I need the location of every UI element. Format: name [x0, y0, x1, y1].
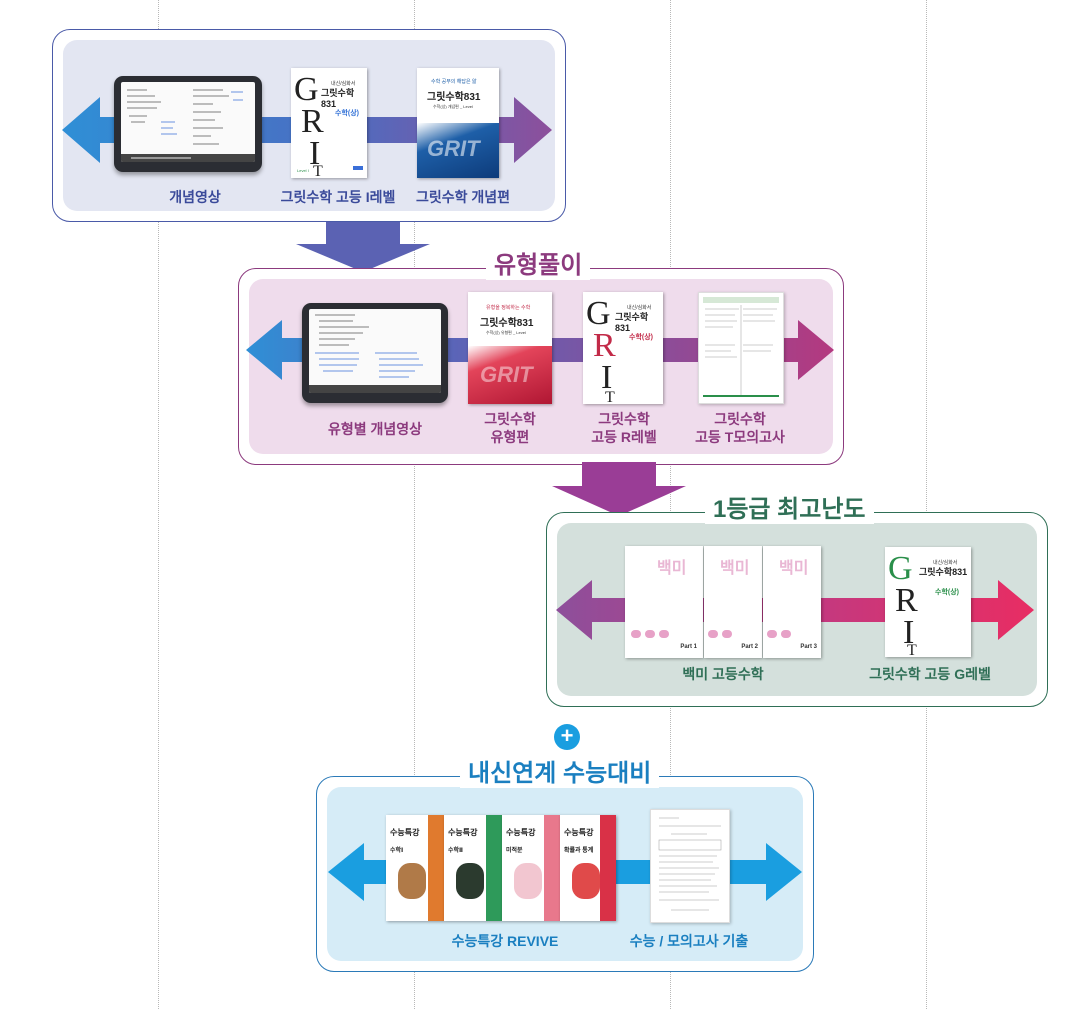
- plus-icon: +: [554, 724, 580, 750]
- baekmi-title: 백미: [779, 560, 809, 577]
- grit-logo: GRIT: [480, 362, 533, 387]
- guide-line-4: [926, 0, 927, 1009]
- svg-text:R: R: [593, 327, 616, 364]
- svg-text:R: R: [895, 582, 918, 619]
- book-subject: 수학(상): [335, 110, 359, 117]
- svg-text:I: I: [601, 359, 612, 396]
- book-corner-label: 내신/심화서: [331, 81, 356, 87]
- label-line1: 그릿수학: [714, 411, 766, 427]
- revive-book-1: 수능특강 수학Ⅰ: [386, 815, 444, 921]
- svg-text:G: G: [294, 71, 319, 108]
- svg-text:T: T: [313, 163, 323, 178]
- label-grit-t-mock: 그릿수학 고등 T모의고사: [688, 410, 792, 446]
- revive-book-subject: 미적분: [506, 848, 523, 854]
- concept-video-tablet: [114, 76, 262, 172]
- label-csat-past: 수능 / 모의고사 기출: [629, 933, 749, 949]
- revive-book-title: 수능특강: [564, 828, 594, 837]
- label-revive: 수능특강 REVIVE: [451, 933, 559, 949]
- svg-text:I: I: [903, 614, 914, 651]
- baekmi-part: Part 1: [680, 644, 697, 650]
- book-subject: 수학(상): [935, 589, 959, 596]
- baekmi-book-part3: 백미 Part 3: [763, 546, 821, 658]
- book-subject: 수학(상): [629, 334, 653, 341]
- baekmi-part: Part 3: [800, 644, 817, 650]
- baekmi-book-part2: 백미 Part 2: [704, 546, 762, 658]
- svg-text:G: G: [586, 295, 611, 332]
- label-grit-r-level: 그릿수학 고등 R레벨: [574, 410, 674, 446]
- revive-book-subject: 확률과 통계: [564, 848, 594, 854]
- book-corner-label: 내신/심화서: [933, 560, 958, 566]
- baekmi-part: Part 2: [741, 644, 758, 650]
- label-concept-video: 개념영상: [169, 189, 221, 205]
- label-line2: 고등 T모의고사: [695, 429, 785, 445]
- revive-book-set: 수능특강 수학Ⅰ 수능특강 수학Ⅱ 수능특강 미적분 수능특강 확률과 통계: [386, 815, 616, 921]
- grit-type-book-cover: 유형을 정복하는 수학 그릿수학831 수학(상) 유형편 _ Level GR…: [468, 292, 552, 404]
- type-section-heading: 유형풀이: [486, 245, 591, 280]
- book-top-text: 수학 공부의 해답은 앎: [431, 79, 477, 85]
- baekmi-book-part1: 백미 Part 1: [625, 546, 703, 658]
- book-title: 그릿수학831: [427, 92, 481, 103]
- grit-t-mock-exam-doc: [698, 292, 784, 404]
- label-grit-i-level: 그릿수학 고등 I레벨: [280, 189, 396, 205]
- csat-section-heading: 내신연계 수능대비: [460, 753, 660, 788]
- book-sub: 수학(상) 개념편 _ Level: [433, 104, 473, 109]
- down-arrow-1: [296, 222, 430, 272]
- book-title: 그릿수학831: [615, 312, 649, 333]
- label-grit-concept: 그릿수학 개념편: [415, 189, 511, 205]
- baekmi-title: 백미: [657, 560, 687, 577]
- svg-text:Level I: Level I: [297, 168, 309, 173]
- svg-text:T: T: [605, 389, 615, 404]
- revive-book-subject: 수학Ⅱ: [448, 848, 463, 854]
- revive-book-2: 수능특강 수학Ⅱ: [444, 815, 502, 921]
- csat-past-exam-doc: [650, 809, 730, 923]
- book-sub: 수학(상) 유형편 _ Level: [486, 330, 526, 335]
- grit-r-level-book-cover: G R I T 내신/심화서 그릿수학831 수학(상): [583, 292, 663, 404]
- revive-book-3: 수능특강 미적분: [502, 815, 560, 921]
- label-type-video: 유형별 개념영상: [327, 421, 423, 437]
- book-title: 그릿수학831: [321, 88, 355, 109]
- revive-book-title: 수능특강: [506, 828, 536, 837]
- revive-book-title: 수능특강: [448, 828, 478, 837]
- label-grit-g-level: 그릿수학 고등 G레벨: [869, 666, 991, 682]
- type-video-tablet: [302, 303, 448, 403]
- label-line1: 그릿수학: [598, 411, 650, 427]
- guide-line-2: [414, 0, 415, 1009]
- grit-logo: GRIT: [427, 136, 480, 161]
- grit-g-level-book-cover: G R I T 내신/심화서 그릿수학831 수학(상): [885, 547, 971, 657]
- baekmi-title: 백미: [720, 560, 750, 577]
- label-line1: 그릿수학: [484, 411, 536, 427]
- svg-text:T: T: [907, 642, 917, 657]
- grit-i-level-book-cover: G R I T Level I 내신/심화서 그릿수학831 수학(상): [291, 68, 367, 178]
- guide-line-3: [670, 0, 671, 1009]
- revive-book-title: 수능특강: [390, 828, 420, 837]
- svg-text:G: G: [888, 550, 913, 587]
- grit-concept-book-cover: 수학 공부의 해답은 앎 그릿수학831 수학(상) 개념편 _ Level G…: [417, 68, 499, 178]
- top-level-section-heading: 1등급 최고난도: [705, 489, 874, 524]
- down-arrow-2: [552, 462, 686, 516]
- revive-book-subject: 수학Ⅰ: [390, 848, 404, 854]
- label-grit-type: 그릿수학 유형편: [468, 410, 552, 446]
- book-corner-label: 내신/심화서: [627, 305, 652, 311]
- label-line2: 고등 R레벨: [591, 429, 657, 445]
- svg-text:R: R: [301, 103, 324, 140]
- label-line2: 유형편: [490, 429, 530, 445]
- book-title: 그릿수학831: [480, 318, 534, 329]
- revive-book-4: 수능특강 확률과 통계: [560, 815, 616, 921]
- guide-line-1: [158, 0, 159, 1009]
- book-top-text: 유형을 정복하는 수학: [486, 305, 531, 311]
- book-title: 그릿수학831: [919, 567, 968, 577]
- svg-text:I: I: [309, 135, 320, 172]
- label-baekmi: 백미 고등수학: [682, 666, 764, 682]
